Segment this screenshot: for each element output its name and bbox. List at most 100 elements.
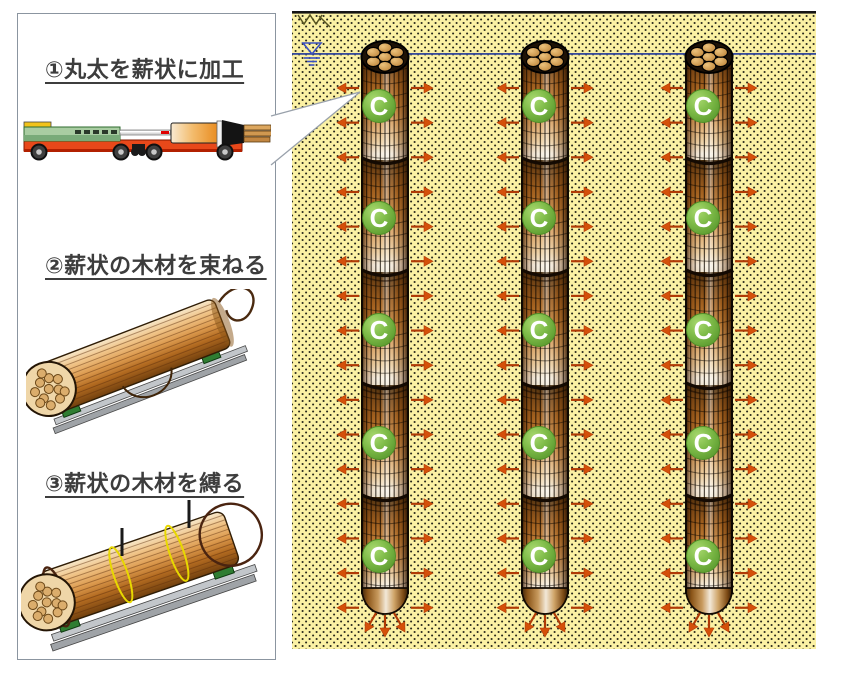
step-1-title: ①丸太を薪状に加工 <box>45 57 245 82</box>
carbon-marker: C <box>686 201 720 235</box>
carbon-marker: C <box>522 426 556 460</box>
log-processing-machine-illustration <box>23 120 276 161</box>
seepage-arrow-left <box>660 428 683 441</box>
seepage-arrow-down <box>379 615 391 638</box>
seepage-arrow-right <box>735 82 758 94</box>
seepage-arrow-left <box>336 325 359 337</box>
carbon-marker: C <box>522 89 556 123</box>
seepage-arrow-right <box>735 255 758 267</box>
carbon-label: C <box>370 203 389 233</box>
seepage-arrow-left <box>660 186 683 198</box>
ground-surface-line <box>292 11 816 14</box>
seepage-arrow-left <box>496 290 519 302</box>
seepage-arrow-left <box>660 325 683 337</box>
seepage-arrow-right <box>411 532 434 544</box>
seepage-arrow-left <box>496 255 519 267</box>
seepage-arrow-left <box>660 221 683 233</box>
carbon-label: C <box>370 91 389 121</box>
bundled-timber-illustration <box>26 289 255 434</box>
seepage-arrow-right <box>571 532 594 544</box>
seepage-arrow-right <box>571 151 594 163</box>
seepage-arrow-left <box>336 221 359 233</box>
seepage-arrow-left <box>660 602 683 614</box>
seepage-arrow-right <box>735 602 758 614</box>
timber-bundle <box>26 289 255 434</box>
carbon-marker: C <box>686 89 720 123</box>
seepage-arrow-right <box>735 186 758 198</box>
seepage-arrow-down <box>393 612 406 633</box>
seepage-arrow-down <box>539 615 551 638</box>
seepage-arrow-right <box>411 325 434 337</box>
seepage-arrow-left <box>496 532 519 544</box>
carbon-label: C <box>530 428 549 458</box>
seepage-arrow-right <box>411 359 434 371</box>
yellow-band <box>164 524 190 582</box>
carbon-marker: C <box>362 539 396 573</box>
carbon-label: C <box>530 541 549 571</box>
seepage-arrow-left <box>660 151 683 163</box>
seepage-arrow-down <box>688 612 701 633</box>
seepage-arrow-left <box>660 567 683 579</box>
seepage-arrow-right <box>571 567 594 579</box>
seepage-arrow-left <box>336 498 359 510</box>
machine-wheels <box>30 143 234 161</box>
step-2-title: ②薪状の木材を束ねる <box>45 253 267 278</box>
seepage-arrow-left <box>496 117 519 129</box>
seepage-arrow-right <box>571 221 594 233</box>
under-strap <box>121 367 173 398</box>
seepage-arrow-right <box>411 290 434 302</box>
seepage-arrow-left <box>336 359 359 371</box>
seepage-arrow-left <box>660 359 683 371</box>
machine-trailer <box>23 120 276 161</box>
carbon-label: C <box>694 428 713 458</box>
seepage-arrow-right <box>735 325 758 337</box>
seepage-arrow-left <box>336 463 359 475</box>
bundle-end-face <box>26 360 77 417</box>
seepage-arrow-left <box>336 567 359 579</box>
seepage-arrow-down <box>703 615 715 638</box>
seepage-arrow-left <box>336 394 359 406</box>
carbon-marker: C <box>686 313 720 347</box>
seepage-arrow-left <box>660 290 683 302</box>
seepage-arrow-right <box>735 290 758 302</box>
seepage-arrow-right <box>571 325 594 337</box>
seepage-arrow-left <box>496 394 519 406</box>
seepage-arrow-right <box>735 117 758 129</box>
carbon-marker: C <box>362 89 396 123</box>
seepage-arrow-right <box>571 602 594 614</box>
step-3-title: ③薪状の木材を縛る <box>45 471 245 496</box>
seepage-arrow-left <box>496 463 519 475</box>
seepage-arrow-left <box>496 151 519 163</box>
seepage-arrow-down <box>524 612 537 633</box>
seepage-arrow-right <box>571 463 594 475</box>
bundle-end-face <box>21 573 76 632</box>
yellow-band <box>108 546 134 604</box>
seepage-arrow-left <box>336 151 359 163</box>
seepage-arrow-left <box>496 82 519 94</box>
seepage-arrow-left <box>336 82 359 94</box>
seepage-arrow-left <box>336 428 359 441</box>
seepage-arrow-left <box>660 394 683 406</box>
seepage-arrow-right <box>411 394 434 406</box>
seepage-arrow-right <box>411 221 434 233</box>
seepage-arrow-right <box>735 151 758 163</box>
seepage-arrow-down <box>364 612 377 633</box>
carbon-marker: C <box>686 539 720 573</box>
seepage-arrow-left <box>496 602 519 614</box>
carbon-label: C <box>370 428 389 458</box>
seepage-arrow-right <box>571 394 594 406</box>
seepage-arrow-right <box>411 117 434 129</box>
carbon-label: C <box>530 315 549 345</box>
carbon-marker: C <box>522 201 556 235</box>
pile-top-log-bundle <box>684 40 734 74</box>
seepage-arrow-right <box>735 567 758 579</box>
seepage-arrow-right <box>571 82 594 94</box>
seepage-arrow-right <box>411 186 434 198</box>
carbon-marker: C <box>362 313 396 347</box>
seepage-arrow-right <box>411 82 434 94</box>
seepage-arrow-right <box>571 117 594 129</box>
carbon-label: C <box>694 541 713 571</box>
seepage-arrow-left <box>660 498 683 510</box>
